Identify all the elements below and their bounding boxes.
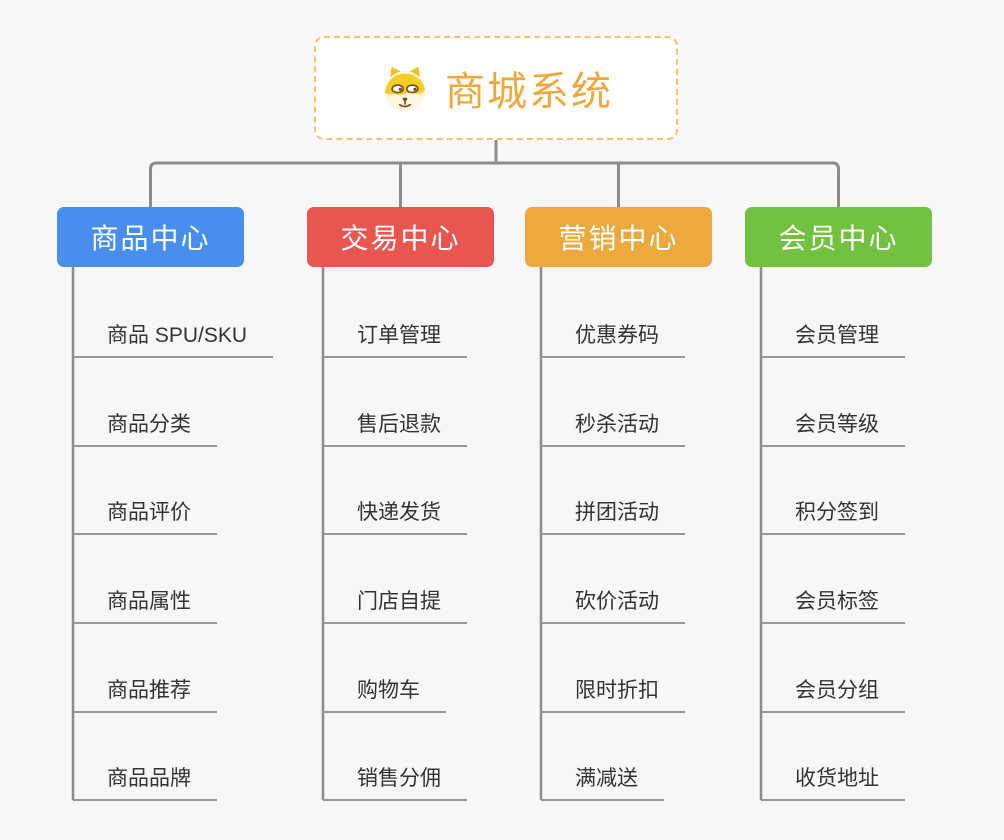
topic-item[interactable]: 商品 SPU/SKU <box>73 323 274 358</box>
topic-item[interactable]: 门店自提 <box>323 589 467 624</box>
dog-icon <box>379 62 431 114</box>
topic-item[interactable]: 砍价活动 <box>541 589 685 624</box>
topic-item[interactable]: 会员分组 <box>761 678 905 713</box>
branch-product-center[interactable]: 商品中心 <box>57 207 244 267</box>
root-node[interactable]: 商城系统 <box>314 36 678 140</box>
topic-item[interactable]: 快递发货 <box>323 500 467 535</box>
topic-item[interactable]: 限时折扣 <box>541 678 685 713</box>
topic-item[interactable]: 购物车 <box>323 678 446 713</box>
topic-item[interactable]: 商品分类 <box>73 412 217 447</box>
topic-item[interactable]: 会员管理 <box>761 323 905 358</box>
topic-item[interactable]: 销售分佣 <box>323 766 467 801</box>
branch-member-center[interactable]: 会员中心 <box>745 207 932 267</box>
topic-item[interactable]: 会员标签 <box>761 589 905 624</box>
topic-item[interactable]: 商品属性 <box>73 589 217 624</box>
topic-item[interactable]: 积分签到 <box>761 500 905 535</box>
topic-item[interactable]: 秒杀活动 <box>541 412 685 447</box>
topic-item[interactable]: 商品品牌 <box>73 766 217 801</box>
topic-item[interactable]: 优惠券码 <box>541 323 685 358</box>
branch-trade-center[interactable]: 交易中心 <box>307 207 494 267</box>
root-title: 商城系统 <box>445 70 613 114</box>
topic-item[interactable]: 订单管理 <box>323 323 467 358</box>
topic-item[interactable]: 商品推荐 <box>73 678 217 713</box>
topic-item[interactable]: 售后退款 <box>323 412 467 447</box>
topic-item[interactable]: 拼团活动 <box>541 500 685 535</box>
branch-marketing-center[interactable]: 营销中心 <box>525 207 712 267</box>
topic-item[interactable]: 会员等级 <box>761 412 905 447</box>
topic-item[interactable]: 商品评价 <box>73 500 217 535</box>
topic-item[interactable]: 满减送 <box>541 766 664 801</box>
topic-item[interactable]: 收货地址 <box>761 766 905 801</box>
